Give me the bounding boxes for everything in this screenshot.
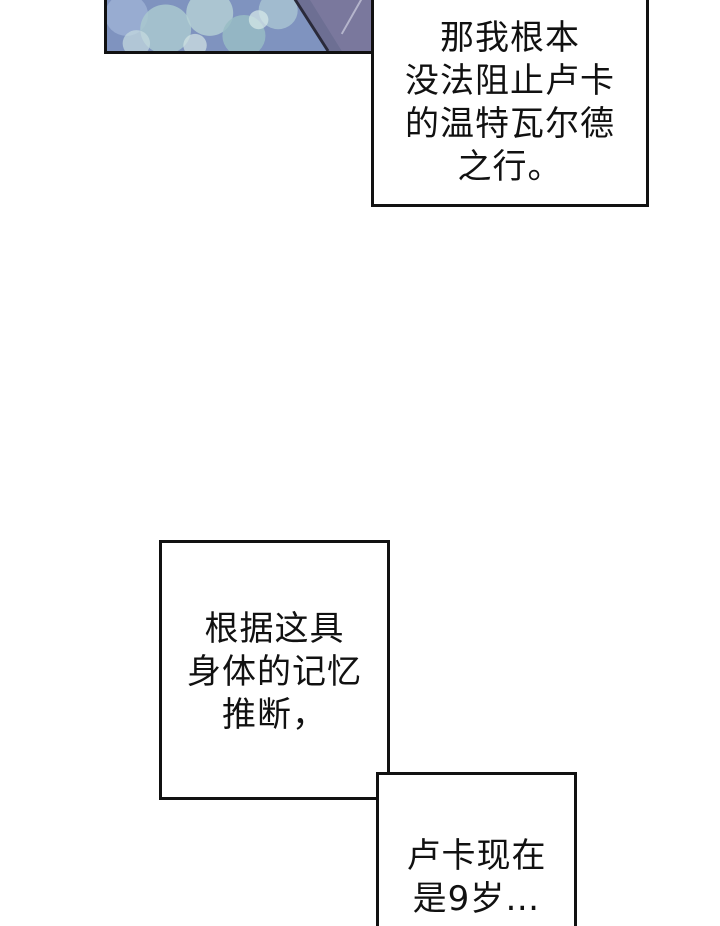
caption-line: 的温特瓦尔德	[405, 104, 615, 144]
caption-line: 身体的记忆	[187, 651, 362, 692]
narration-box-1: 那我根本 没法阻止卢卡 的温特瓦尔德 之行。	[371, 0, 649, 207]
caption-line: 推断，	[222, 694, 327, 735]
caption-line: 没法阻止卢卡	[405, 61, 615, 101]
illustration-panel-fragment	[104, 0, 378, 54]
narration-box-2: 根据这具 身体的记忆 推断，	[159, 540, 390, 800]
narration-box-3: 卢卡现在 是9岁…	[376, 772, 577, 926]
foliage-illustration	[107, 0, 375, 51]
caption-line: 那我根本	[440, 18, 580, 58]
caption-line: 根据这具	[204, 608, 345, 649]
caption-line: 是9岁…	[412, 879, 541, 919]
caption-line: 之行。	[457, 147, 563, 187]
caption-line: 卢卡现在	[406, 836, 547, 876]
